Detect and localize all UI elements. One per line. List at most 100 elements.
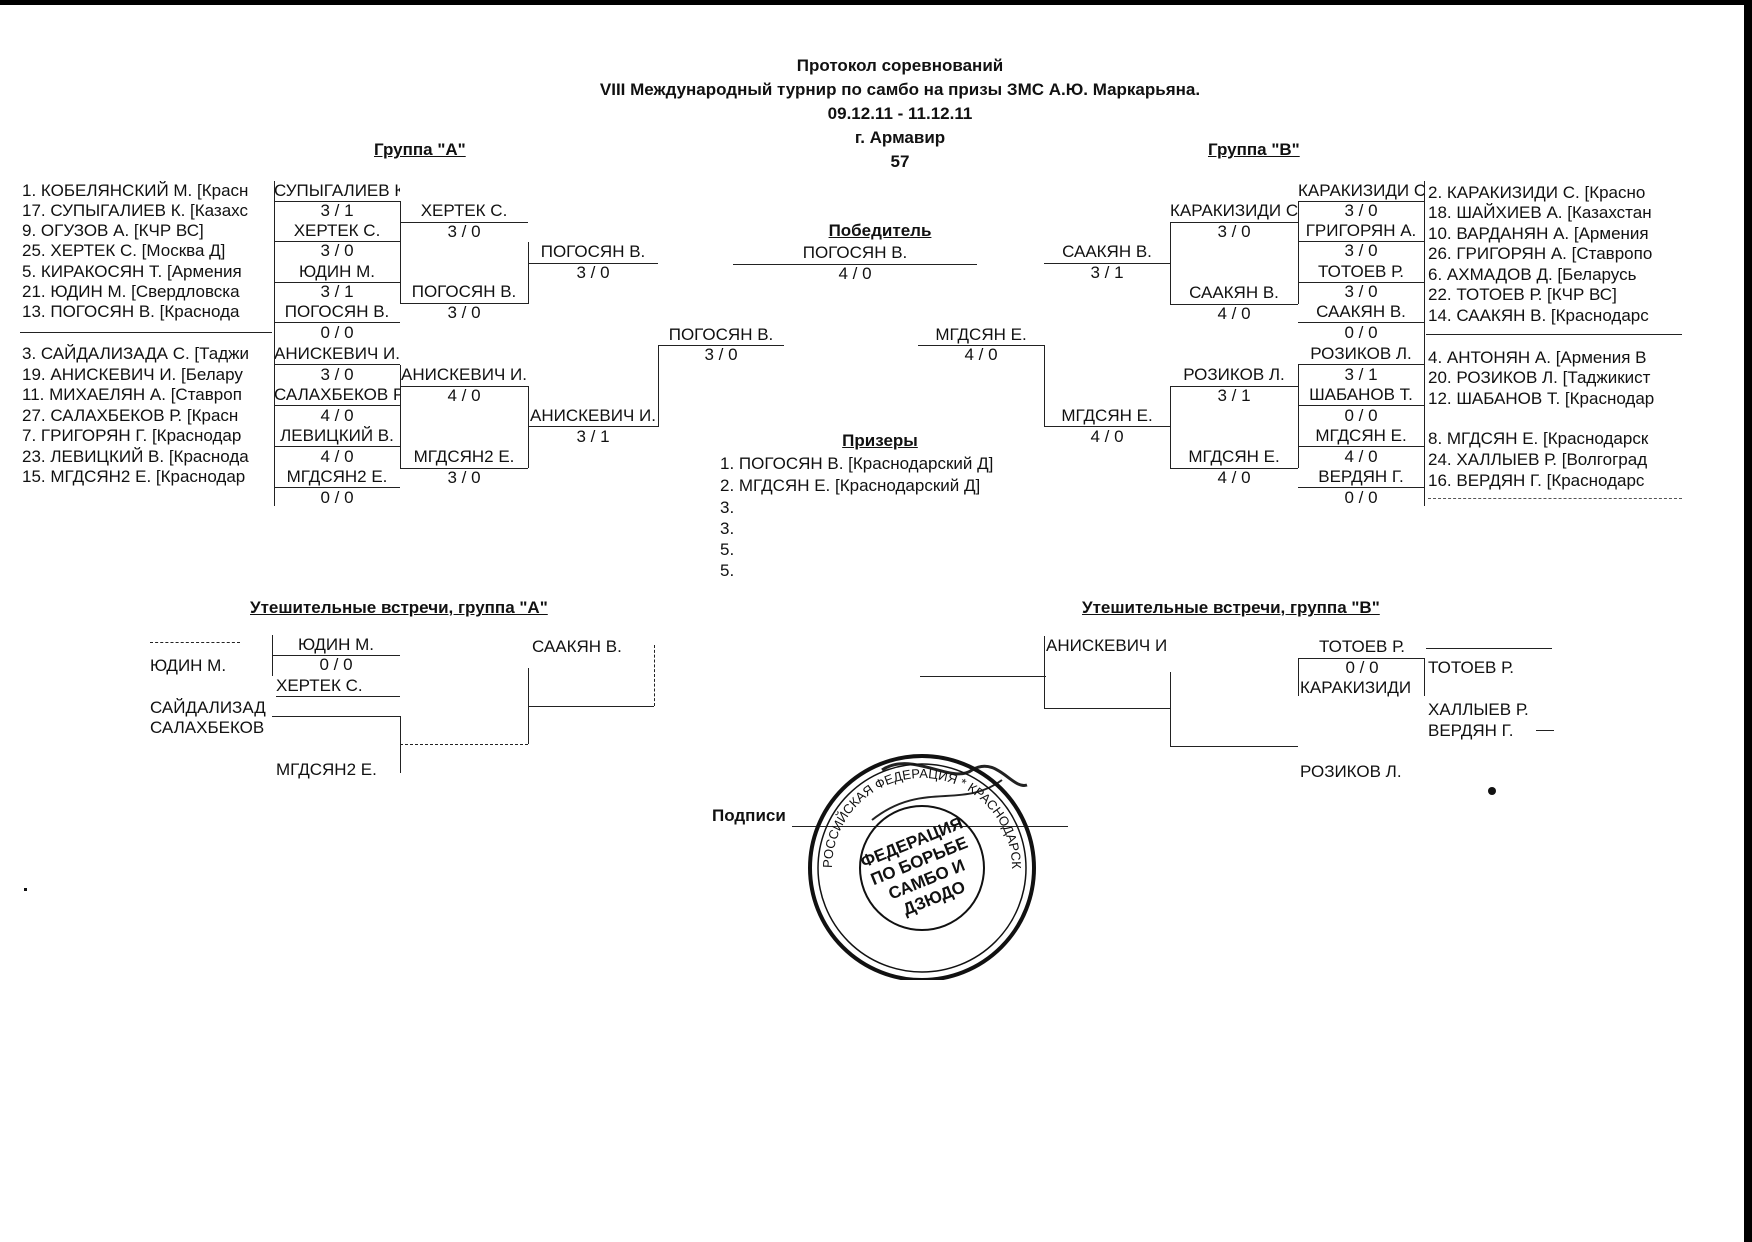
- group-a-r1-winner: АНИСКЕВИЧ И.: [274, 344, 400, 363]
- group-a-entry: 9. ОГУЗОВ А. [КЧР ВС]: [22, 221, 204, 240]
- group-a-r1-winner: САЛАХБЕКОВ Р.: [274, 385, 400, 404]
- group-a-title: Группа "А": [374, 140, 466, 159]
- group-b-r3-winner: СААКЯН В.: [1062, 242, 1152, 261]
- group-a-entry: 25. ХЕРТЕК С. [Москва Д]: [22, 241, 226, 260]
- group-a-r2-score: 4 / 0: [447, 386, 481, 405]
- scan-top-edge: [0, 0, 1752, 5]
- bracket-line: [1298, 364, 1424, 365]
- group-b-entry: 2. КАРАКИЗИДИ С. [Красно: [1428, 183, 1646, 202]
- group-b-final-winner: МГДСЯН Е.: [935, 325, 1027, 344]
- group-a-entry: 19. АНИСКЕВИЧ И. [Белару: [22, 365, 243, 384]
- group-b-r1-score: 0 / 0: [1344, 406, 1378, 425]
- bracket-line: [1298, 241, 1424, 242]
- group-a-r1-score: 3 / 0: [320, 241, 354, 260]
- bracket-line: [654, 645, 655, 706]
- bracket-line: [1170, 386, 1298, 387]
- bracket-line: [400, 222, 528, 223]
- bracket-line: [274, 322, 400, 323]
- group-b-r1-score: 3 / 0: [1344, 201, 1378, 220]
- bracket-line: [272, 716, 400, 717]
- group-a-r1-score: 3 / 1: [320, 282, 354, 301]
- group-b-r1-score: 3 / 1: [1344, 365, 1378, 384]
- bracket-line: [1170, 746, 1298, 747]
- bracket-line: [274, 282, 400, 283]
- bracket-line: [276, 696, 400, 697]
- group-b-entry: 8. МГДСЯН Е. [Краснодарск: [1428, 429, 1649, 448]
- group-b-r2-winner: КАРАКИЗИДИ С.: [1170, 201, 1298, 220]
- bracket-line: [1044, 345, 1045, 427]
- group-b-r3-score: 3 / 1: [1090, 263, 1124, 282]
- bracket-line: [1298, 446, 1424, 447]
- group-a-r2-score: 3 / 0: [447, 303, 481, 322]
- group-a-r1-winner: МГДСЯН2 Е.: [286, 467, 388, 486]
- group-b-entry: 24. ХАЛЛЫЕВ Р. [Волгоград: [1428, 450, 1648, 469]
- group-a-r1-score: 4 / 0: [320, 447, 354, 466]
- bracket-line: [733, 264, 977, 265]
- consolation-b-score: 0 / 0: [1345, 658, 1379, 677]
- group-a-final-winner: ПОГОСЯН В.: [668, 325, 774, 344]
- bracket-line: [1170, 386, 1171, 468]
- group-a-entry: 1. КОБЕЛЯНСКИЙ М. [Красн: [22, 181, 249, 200]
- bracket-line: [274, 446, 400, 447]
- group-b-entry: 20. РОЗИКОВ Л. [Таджикист: [1428, 368, 1651, 387]
- bracket-line: [1426, 648, 1552, 649]
- bracket-line: [918, 345, 1044, 346]
- bracket-line: [1424, 181, 1425, 506]
- group-b-r2-winner: СААКЯН В.: [1189, 283, 1279, 302]
- bracket-line: [272, 655, 400, 656]
- group-b-r2-score: 4 / 0: [1217, 468, 1251, 487]
- group-b-entry: 14. СААКЯН В. [Краснодарс: [1428, 306, 1649, 325]
- signatures-label: Подписи: [712, 806, 786, 825]
- bracket-line: [1298, 365, 1299, 468]
- signature-scribble: [881, 762, 1028, 787]
- bracket-line: [1424, 658, 1425, 696]
- group-b-r1-winner: ГРИГОРЯН А.: [1305, 221, 1417, 240]
- bracket-line: [400, 386, 528, 387]
- bracket-line: [274, 487, 400, 488]
- group-a-divider: [20, 332, 272, 333]
- group-a-r1-winner: СУПЫГАЛИЕВ К.: [274, 181, 400, 200]
- consolation-b-title: Утешительные встречи, группа "В": [1082, 598, 1380, 617]
- prize-item: 1. ПОГОСЯН В. [Краснодарский Д]: [720, 454, 994, 473]
- bracket-line: [274, 405, 400, 406]
- group-a-r3-winner: ПОГОСЯН В.: [540, 242, 646, 261]
- bracket-line: [528, 242, 529, 304]
- group-a-r2-winner: МГДСЯН2 Е.: [413, 447, 515, 466]
- stamp-inner-ring: [817, 763, 1027, 973]
- group-b-r2-score: 3 / 0: [1217, 222, 1251, 241]
- group-b-divider: [1426, 334, 1682, 335]
- consolation-a-name: СААКЯН В.: [532, 637, 622, 656]
- bracket-line: [1044, 708, 1170, 709]
- group-b-r1-winner: ВЕРДЯН Г.: [1318, 467, 1404, 486]
- group-a-r1-score: 4 / 0: [320, 406, 354, 425]
- group-a-entry: 5. КИРАКОСЯН Т. [Армения: [22, 262, 242, 281]
- bracket-line: [1170, 222, 1171, 304]
- tournament-dates: 09.12.11 - 11.12.11: [827, 104, 973, 123]
- group-a-r3-winner: АНИСКЕВИЧ И.: [530, 406, 656, 425]
- group-a-r2-score: 3 / 0: [447, 222, 481, 241]
- consolation-a-title: Утешительные встречи, группа "А": [250, 598, 548, 617]
- scan-right-edge: [1744, 0, 1752, 1242]
- bracket-line: [400, 365, 401, 468]
- bracket-line: [1044, 263, 1170, 264]
- bracket-line: [1298, 201, 1424, 202]
- bracket-line: [272, 635, 273, 676]
- prize-item: 5.: [720, 561, 735, 580]
- group-b-r1-winner: КАРАКИЗИДИ С.: [1298, 181, 1424, 200]
- weight-category: 57: [890, 152, 910, 171]
- consolation-a-name: САЛАХБЕКОВ: [150, 718, 265, 737]
- group-b-r3-winner: МГДСЯН Е.: [1061, 406, 1153, 425]
- group-a-r2-winner: АНИСКЕВИЧ И.: [401, 365, 527, 384]
- bracket-line: [274, 241, 400, 242]
- bracket-line: [1044, 636, 1045, 708]
- bracket-line: [1298, 322, 1424, 323]
- group-b-r2-score: 3 / 1: [1217, 386, 1251, 405]
- group-a-r1-winner: ПОГОСЯН В.: [284, 302, 390, 321]
- bracket-line: [400, 201, 401, 304]
- scan-speck: [24, 888, 27, 891]
- signature-line: [792, 826, 1068, 827]
- group-a-entry: 3. САЙДАЛИЗАДА С. [Таджи: [22, 344, 250, 363]
- group-b-entry: 12. ШАБАНОВ Т. [Краснодар: [1428, 389, 1655, 408]
- stamp-center-ring: [859, 805, 985, 931]
- group-a-r1-score: 0 / 0: [320, 488, 354, 507]
